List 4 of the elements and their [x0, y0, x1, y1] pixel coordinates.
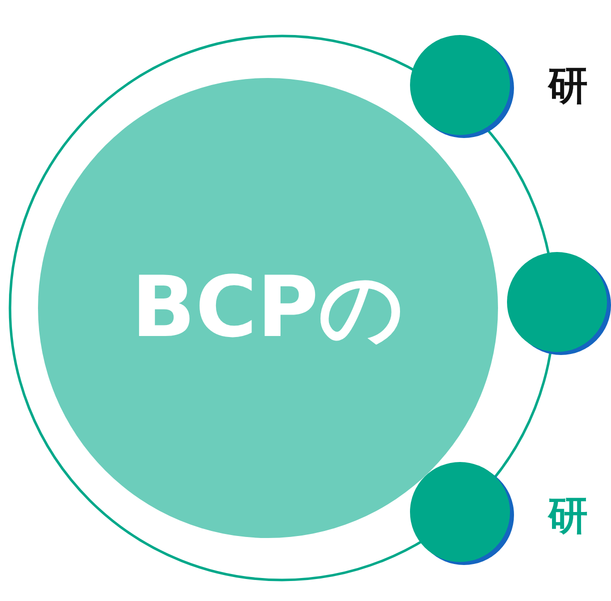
heading-text: 研 [548, 492, 588, 541]
circle-marker [410, 462, 510, 562]
heading-text: 研 [548, 62, 588, 111]
circle-title: BCPの [131, 257, 405, 358]
